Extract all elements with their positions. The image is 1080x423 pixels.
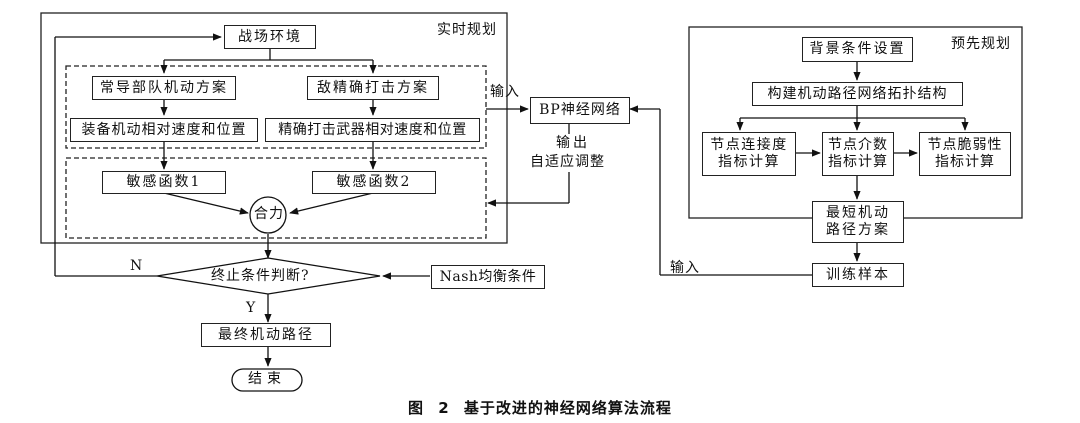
training-sample-node: 训练样本 [812, 263, 904, 287]
final-path-node: 最终机动路径 [201, 323, 331, 347]
realtime-panel-title: 实时规划 [437, 22, 497, 38]
sensitivity-function-2-node: 敏感函数2 [312, 171, 436, 194]
battlefield-node: 战场环境 [224, 25, 316, 49]
enemy-strike-plan-node: 敌精确打击方案 [307, 76, 439, 100]
sensitivity-function-1-node: 敏感函数1 [102, 171, 226, 194]
edge-label-n: N [130, 258, 144, 274]
realtime-panel-frame [40, 12, 508, 244]
regular-troop-plan-node: 常导部队机动方案 [92, 76, 236, 100]
bp-neural-network-node: BP神经网络 [530, 97, 630, 124]
figure-caption: 图 2 基于改进的神经网络算法流程 [408, 399, 672, 417]
edge-label-y: Y [246, 300, 257, 316]
resultant-label: 合力 [254, 206, 284, 222]
input-label-bottom: 输入 [670, 260, 700, 276]
nash-equilibrium-node: Nash均衡条件 [431, 265, 545, 289]
input-label-top: 输入 [490, 84, 520, 100]
equipment-speed-position-node: 装备机动相对速度和位置 [70, 118, 258, 142]
termination-label: 终止条件判断? [211, 268, 310, 284]
end-label: 结束 [248, 371, 286, 387]
weapon-speed-position-node: 精确打击武器相对速度和位置 [265, 118, 480, 142]
output-label: 输出 [556, 135, 590, 151]
betweenness-index-node: 节点介数 指标计算 [822, 132, 894, 176]
end-terminal [231, 368, 303, 392]
topology-build-node: 构建机动路径网络拓扑结构 [752, 82, 963, 106]
background-setting-node: 背景条件设置 [802, 37, 913, 62]
sensitivity-dashed-group [65, 157, 487, 239]
shortest-path-node: 最短机动 路径方案 [812, 201, 904, 243]
adaptive-adjust-label: 自适应调整 [530, 154, 605, 170]
pre-planning-panel-title: 预先规划 [951, 36, 1011, 52]
vulnerability-index-node: 节点脆弱性 指标计算 [919, 132, 1011, 176]
termination-diamond [156, 257, 381, 295]
connectivity-index-node: 节点连接度 指标计算 [702, 132, 796, 176]
resultant-circle [249, 196, 287, 234]
scheme-dashed-group [65, 65, 487, 149]
